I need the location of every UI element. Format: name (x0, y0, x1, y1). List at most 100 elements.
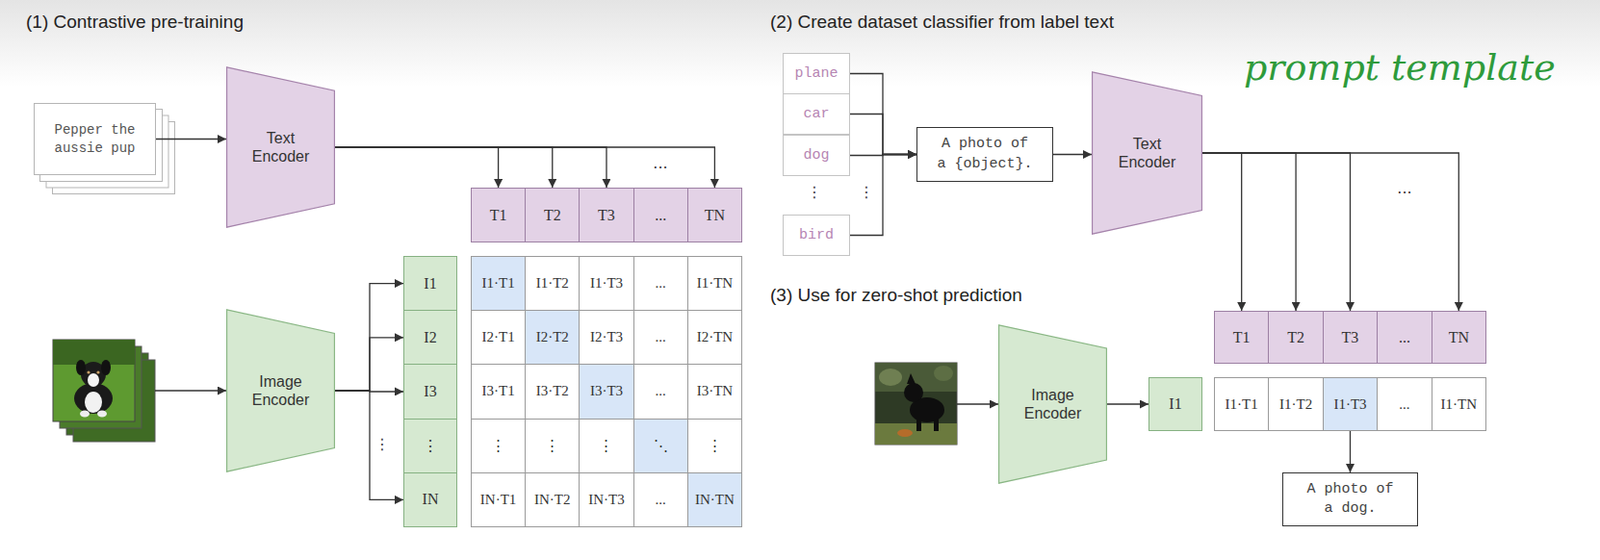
node-text: T1 (1233, 329, 1251, 347)
node-text: T2 (1287, 329, 1305, 347)
node-text: dog (802, 147, 829, 164)
connector-arrow (1053, 154, 1092, 155)
text-embedding-cell: T3 (578, 187, 634, 243)
drawing-part (84, 391, 103, 413)
node-text: Image Encoder (1011, 386, 1095, 423)
drawing-part (76, 360, 86, 376)
class-label-box: car (782, 93, 851, 135)
node-text: I1·T2 (536, 275, 569, 292)
node-text: bird (799, 227, 834, 244)
input-arrow (154, 389, 227, 391)
similarity-cell: I1·T1 (470, 256, 526, 311)
connector-arrow (155, 138, 227, 140)
node-text: ... (655, 329, 667, 346)
similarity-cell: I1·T1 (1213, 377, 1269, 432)
node-text: I3·TN (696, 383, 734, 400)
text-embedding-cell: TN (1431, 310, 1487, 364)
similarity-cell: I2·T3 (578, 309, 634, 365)
node-text: I1 (423, 275, 437, 293)
similarity-cell: I1·T3 (1322, 377, 1378, 432)
node-text: Image Encoder (239, 372, 323, 410)
node-text: ⋮ (422, 437, 439, 456)
node-text: IN·TN (695, 491, 735, 509)
similarity-cell: I2·T1 (470, 309, 526, 365)
node-text: I1·T3 (1333, 396, 1367, 413)
connector-arrow (850, 114, 917, 155)
node-text: I1·TN (696, 275, 734, 292)
node-text: plane (794, 65, 838, 82)
node-text: I3·T3 (590, 383, 623, 400)
node-text: ... (654, 206, 667, 225)
similarity-cell: I1·TN (687, 256, 743, 311)
node-text: I2·T2 (536, 329, 569, 346)
similarity-cell: ⋮ (524, 418, 580, 474)
similarity-cell: ... (633, 256, 689, 311)
node-text: T3 (1341, 329, 1360, 347)
encoder-outline (227, 67, 336, 228)
similarity-cell: I1·T2 (1267, 377, 1323, 432)
similarity-cell: I3·TN (687, 363, 743, 419)
node-text: T1 (490, 206, 508, 225)
text-encoder: Text Encoder (1091, 71, 1203, 235)
node-text: A photo of a dog. (1299, 480, 1401, 520)
text-embedding-cell: T3 (1322, 310, 1378, 364)
node-text: I2 (423, 329, 437, 347)
ellipsis: ⋮ (806, 182, 823, 202)
drawing-part (933, 365, 954, 382)
similarity-cell: ... (1376, 377, 1432, 432)
drawing-part (906, 373, 916, 385)
image-embedding-cell: IN (403, 472, 458, 528)
node-text: IN·T3 (588, 491, 625, 509)
node-text: TN (704, 206, 725, 225)
drawing-part (916, 415, 922, 432)
node-text: I1·T2 (1279, 396, 1313, 413)
encoder-outline (227, 309, 336, 472)
drawing-part (97, 411, 107, 418)
connector-arrow (335, 337, 404, 391)
similarity-cell: IN·TN (687, 472, 743, 528)
dog-photo (52, 339, 135, 422)
image-embedding-cell: ⋮ (403, 418, 458, 474)
node-text: I2·T3 (590, 329, 623, 346)
drawing-part (86, 370, 90, 374)
similarity-cell: ... (633, 309, 689, 365)
node-text: A photo of a {object}. (934, 134, 1036, 175)
connector-arrow (335, 147, 607, 188)
node-text: ... (1398, 396, 1410, 413)
node-text: TN (1448, 329, 1470, 347)
similarity-cell: ⋮ (470, 418, 526, 474)
node-text: IN·T1 (480, 491, 517, 509)
input-arrow (956, 403, 999, 405)
node-text: I3·T2 (536, 383, 569, 400)
node-text: ⋮ (598, 437, 614, 455)
similarity-cell: ... (633, 472, 689, 528)
encoder-trapezoid (226, 66, 336, 229)
similarity-cell: I1·T2 (524, 256, 580, 311)
drawing-part (96, 370, 100, 374)
connector-arrow (1202, 153, 1350, 311)
text-encoder: Text Encoder (226, 66, 336, 229)
similarity-cell: I2·T2 (524, 309, 580, 365)
node-text: ⋮ (707, 437, 723, 455)
similarity-cell: I2·TN (687, 309, 743, 365)
section-title: (3) Use for zero-shot prediction (770, 284, 1023, 307)
connector-arrow (1202, 153, 1296, 311)
similarity-cell: IN·T3 (578, 472, 634, 528)
connector-arrow (335, 147, 553, 188)
node-text: car (802, 105, 829, 123)
connector-arrow (1202, 153, 1459, 311)
drawing-part (878, 368, 903, 387)
node-text: I3 (423, 383, 437, 401)
node-text: I1·T3 (590, 275, 623, 292)
text-embedding-cell: T1 (470, 187, 526, 243)
image-embedding-cell: I1 (1148, 377, 1203, 432)
connector-arrow (850, 154, 917, 236)
encoder-trapezoid (226, 309, 336, 473)
ellipsis: ⋮ (374, 435, 390, 454)
encoder-trapezoid (998, 324, 1108, 485)
node-text: I2·T1 (482, 329, 516, 346)
text-card: Pepper the aussie pup (33, 103, 156, 176)
class-label-box: dog (782, 134, 851, 177)
class-label-box: plane (782, 52, 851, 95)
node-text: ⋮ (544, 437, 560, 455)
